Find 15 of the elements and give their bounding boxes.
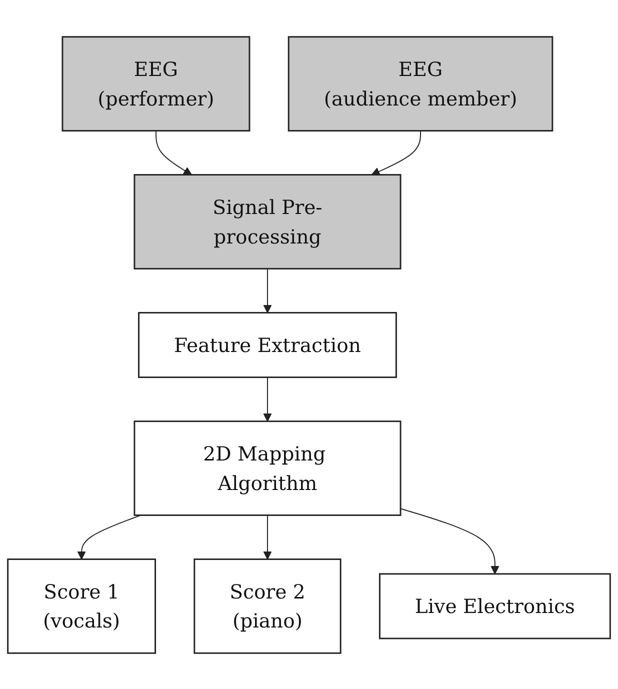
arrow [371, 130, 421, 176]
arrow [263, 376, 272, 422]
arrow [400, 508, 500, 574]
node-box: EEG (audience member) [288, 36, 554, 131]
node-box: 2D Mapping Algorithm [134, 420, 402, 516]
node-box: Feature Extraction [138, 311, 397, 378]
node-box: EEG (performer) [62, 36, 250, 131]
arrow [263, 268, 272, 313]
arrow [77, 514, 142, 560]
arrow [263, 514, 272, 560]
node-box: Score 1 (vocals) [7, 558, 156, 654]
node-box: Live Electronics [378, 572, 611, 639]
node-box: Score 2 (piano) [194, 558, 342, 654]
arrow [155, 130, 192, 175]
node-box: Signal Pre-processing [134, 174, 402, 269]
